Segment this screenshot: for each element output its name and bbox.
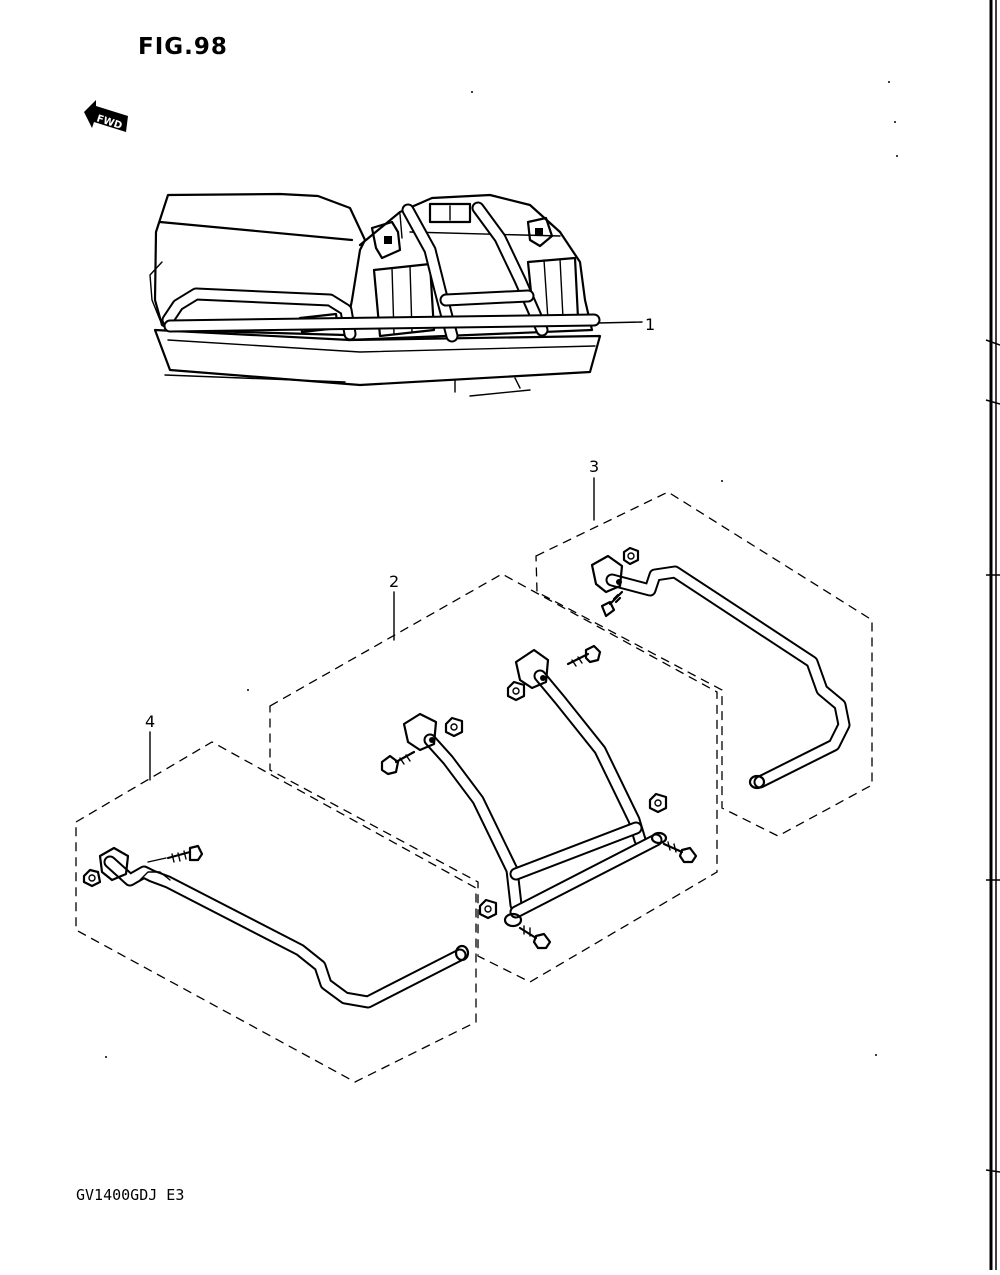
assembled-trunk-view (149, 192, 643, 397)
nut-icon (622, 546, 640, 566)
right-page-border (985, 0, 1000, 1270)
part-4-left-rail-group (75, 731, 477, 1083)
callout-1: 1 (645, 315, 655, 334)
nut-icon (444, 716, 464, 738)
figure-title: FIG.98 (138, 34, 228, 60)
fwd-arrow-icon: FWD (84, 100, 128, 132)
part-2-center-frame-group (269, 573, 718, 983)
bolt-icon (600, 590, 624, 618)
callout-3: 3 (589, 457, 599, 476)
nut-icon (82, 868, 102, 888)
bolt-icon (380, 750, 416, 776)
bolt-icon (147, 844, 204, 863)
callout-4: 4 (145, 712, 155, 731)
nut-icon (648, 792, 668, 814)
callout-2: 2 (389, 572, 399, 591)
print-specks (105, 81, 898, 1058)
bolt-icon (662, 841, 698, 864)
bolt-icon (518, 925, 552, 950)
part-3-right-rail-group (535, 477, 873, 837)
nut-icon (478, 898, 498, 920)
footer-model-code: GV1400GDJ E3 (76, 1186, 184, 1204)
bolt-icon (566, 644, 602, 667)
nut-icon (506, 680, 526, 702)
